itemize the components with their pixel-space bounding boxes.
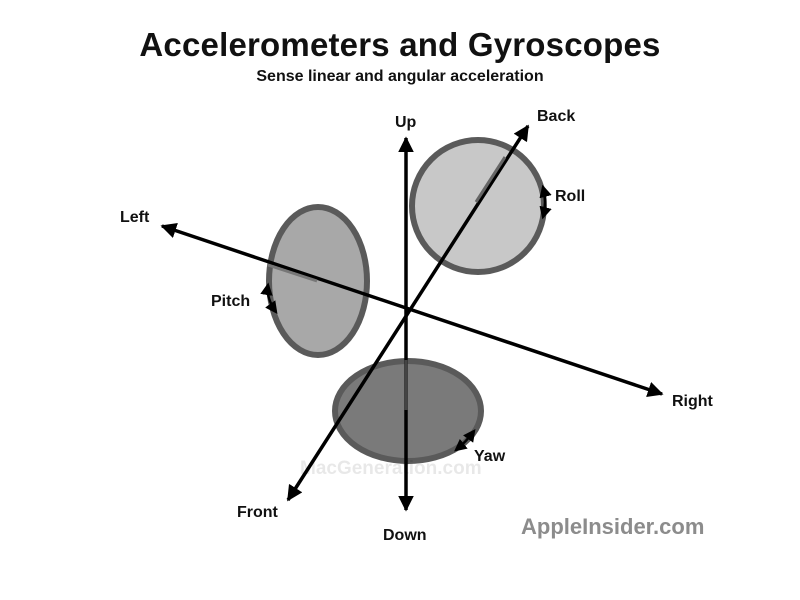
yaw-arrow [454,428,476,452]
label-front: Front [237,504,279,521]
label-pitch: Pitch [211,293,250,310]
watermark-text: MacGeneration.com [300,458,482,479]
front-back-axis [286,124,530,502]
roll-shaft [474,156,507,203]
diagram-subtitle: Sense linear and angular acceleration [256,68,544,85]
label-roll: Roll [555,188,585,205]
label-back: Back [537,108,575,125]
pitch-shaft [267,263,318,283]
label-right: Right [672,393,714,410]
label-yaw: Yaw [474,448,506,465]
brand-logo-text: AppleInsider.com [521,514,705,539]
label-down: Down [383,527,427,544]
pitch-arrow [260,282,278,315]
label-left: Left [120,209,150,226]
diagram-title: Accelerometers and Gyroscopes [139,26,661,63]
roll-arrow [539,184,552,220]
label-up: Up [395,114,417,131]
pitch-disc [266,204,370,358]
